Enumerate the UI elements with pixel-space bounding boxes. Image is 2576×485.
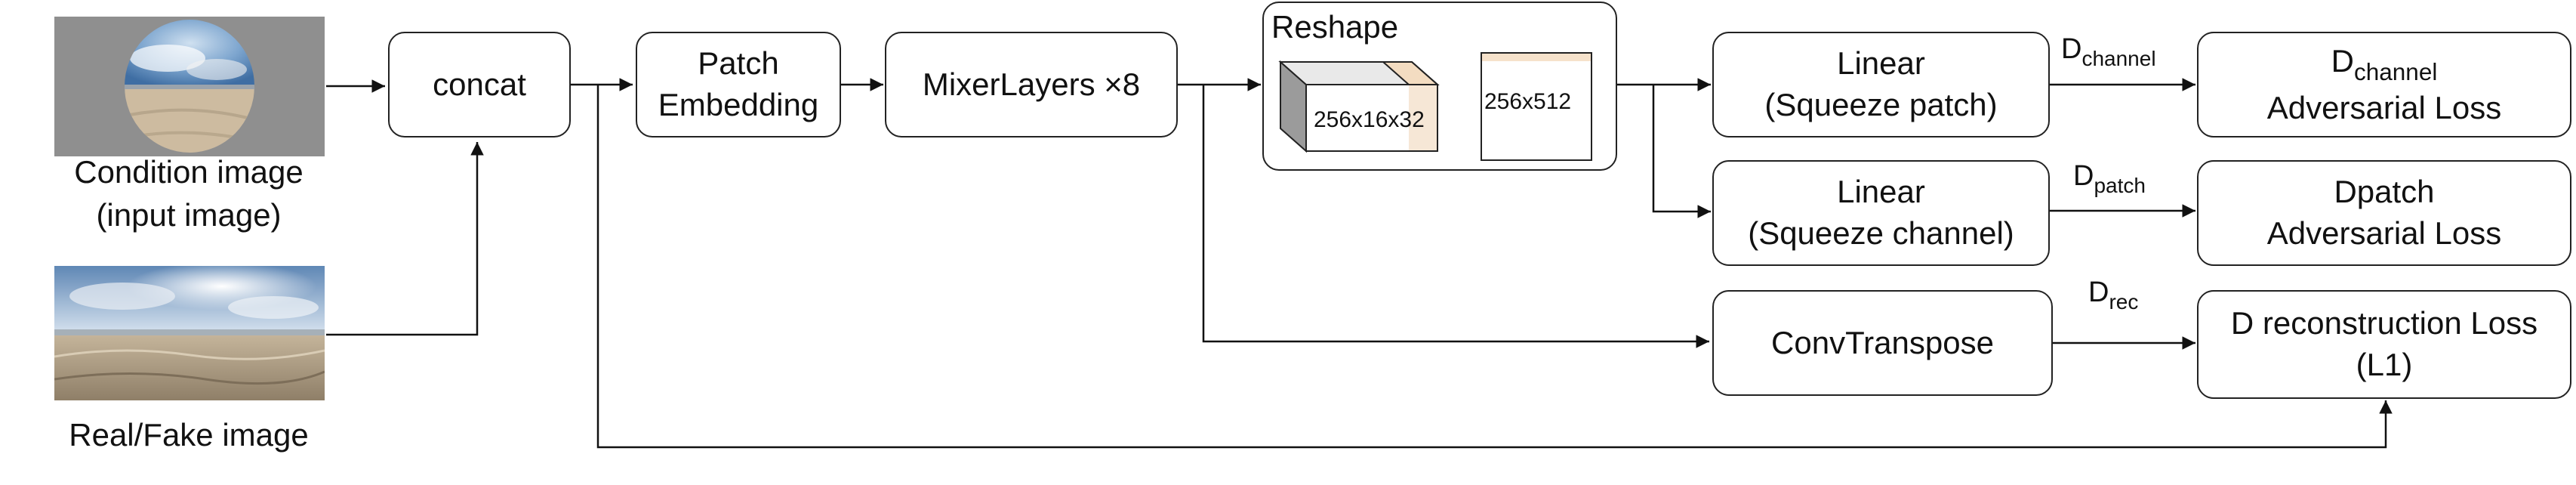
mixer-layers-label: MixerLayers ×8 — [922, 66, 1141, 102]
mixer-layers-block: MixerLayers ×8 — [885, 32, 1178, 137]
rec-loss-line1: D reconstruction Loss — [2230, 305, 2538, 341]
linear-squeeze-channel-line2: (Squeeze channel) — [1748, 215, 2014, 251]
reshape-cube-label: 256x16x32 — [1314, 107, 1425, 132]
arrow-mixer-to-convtranspose — [1202, 85, 1709, 348]
edge-label-rec-sub: rec — [2109, 290, 2139, 314]
edge-label-channel-sub: channel — [2081, 47, 2156, 70]
channel-loss-sub: channel — [2354, 57, 2438, 85]
channel-adversarial-loss-block: Dchannel Adversarial Loss — [2197, 32, 2571, 137]
patch-embedding-line2: Embedding — [658, 87, 819, 122]
edge-label-patch-main: D — [2073, 160, 2094, 192]
convtranspose-label: ConvTranspose — [1771, 324, 1994, 360]
channel-loss-main: D — [2331, 42, 2354, 79]
realfake-image-caption: Real/Fake image — [69, 417, 309, 453]
edge-label-rec-main: D — [2088, 276, 2109, 308]
patch-adversarial-loss-block: Dpatch Adversarial Loss — [2197, 160, 2571, 266]
edge-label-channel: Dchannel — [2061, 33, 2156, 71]
edge-label-rec: Drec — [2088, 276, 2138, 314]
concat-label: concat — [433, 66, 526, 102]
condition-image-graphic — [125, 20, 254, 153]
arrow-concat-skip-to-rec-loss — [596, 85, 2393, 449]
reconstruction-loss-block: D reconstruction Loss (L1) — [2197, 290, 2571, 399]
edge-label-patch-sub: patch — [2094, 174, 2146, 197]
channel-loss-line1: Dchannel — [2331, 41, 2438, 88]
concat-block: concat — [388, 32, 571, 137]
edge-label-patch: Dpatch — [2073, 160, 2146, 198]
channel-loss-line2: Adversarial Loss — [2266, 89, 2502, 125]
arrow-reshape-to-linear2 — [1652, 85, 1711, 218]
reshape-title: Reshape — [1271, 9, 1399, 45]
linear-squeeze-channel-line1: Linear — [1837, 174, 1925, 210]
realfake-image — [54, 266, 325, 400]
patch-loss-line1: Dpatch — [2334, 174, 2435, 210]
rec-loss-line2: (L1) — [2356, 347, 2413, 382]
patch-embedding-line1: Patch — [698, 45, 779, 82]
patch-loss-line2: Adversarial Loss — [2266, 215, 2502, 251]
linear-squeeze-patch-line2: (Squeeze patch) — [1764, 87, 1998, 122]
condition-caption-line2: (input image) — [96, 196, 282, 233]
condition-image — [54, 17, 325, 156]
arrow-realfake-to-concat — [326, 142, 484, 336]
linear-squeeze-patch-line1: Linear — [1837, 45, 1925, 82]
linear-squeeze-channel-block: Linear (Squeeze channel) — [1712, 160, 2050, 266]
realfake-image-graphic — [54, 266, 325, 400]
condition-caption-line1: Condition image — [74, 154, 304, 190]
patch-embedding-block: Patch Embedding — [636, 32, 841, 137]
linear-squeeze-patch-block: Linear (Squeeze patch) — [1712, 32, 2050, 137]
edge-label-channel-main: D — [2061, 33, 2082, 65]
convtranspose-block: ConvTranspose — [1712, 290, 2053, 396]
condition-image-caption: Condition image (input image) — [30, 151, 347, 236]
reshape-rect-label: 256x512 — [1484, 89, 1572, 114]
